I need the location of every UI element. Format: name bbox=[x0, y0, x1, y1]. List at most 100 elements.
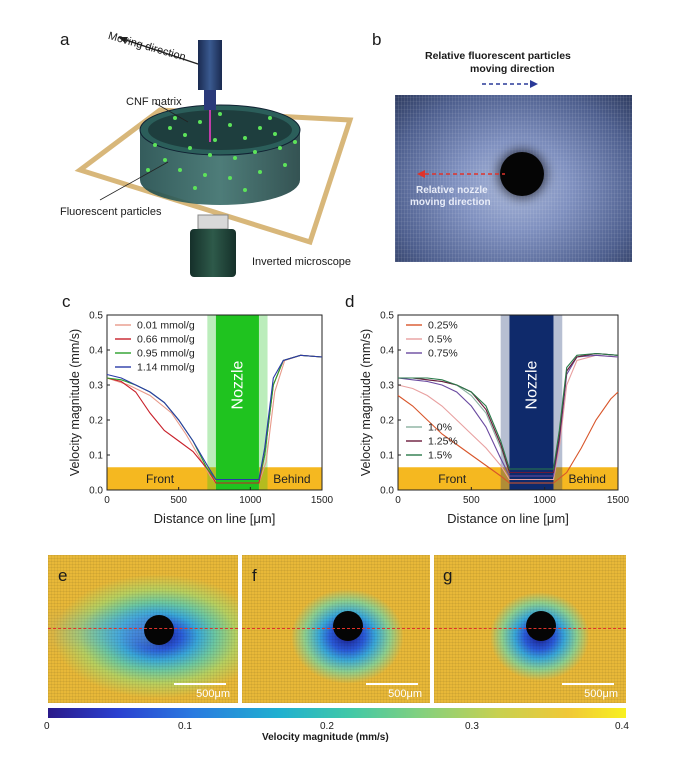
y-axis-label: Velocity magnitude (mm/s) bbox=[68, 329, 82, 476]
nozzle-region bbox=[215, 315, 259, 490]
legend-label-3: 1.0% bbox=[428, 422, 452, 434]
nozzle-dark-circle bbox=[500, 152, 544, 196]
panel-letter-d: d bbox=[345, 292, 355, 311]
x-tick-label: 500 bbox=[170, 495, 187, 506]
x-tick-label: 500 bbox=[463, 495, 480, 506]
colorbar-tick-0: 0 bbox=[44, 721, 50, 732]
y-tick-label: 0.2 bbox=[380, 416, 394, 427]
series-line-0 bbox=[397, 391, 619, 484]
panel-letter-g: g bbox=[443, 566, 453, 585]
y-tick-label: 0.1 bbox=[89, 451, 103, 462]
legend-label-5: 1.5% bbox=[428, 450, 452, 462]
panel-b-title-line1: Relative fluorescent particles bbox=[425, 50, 571, 62]
legend-label-3: 1.14 mmol/g bbox=[137, 362, 195, 374]
legend-label-1: 0.5% bbox=[428, 334, 452, 346]
panel-b-micrograph bbox=[395, 95, 632, 262]
nozzle-region bbox=[509, 315, 554, 490]
nozzle-label: Nozzle bbox=[523, 360, 540, 409]
plot-frame bbox=[397, 314, 619, 491]
panel-letter-f: f bbox=[252, 566, 257, 585]
front-band bbox=[107, 467, 216, 490]
series-line-0 bbox=[106, 354, 323, 484]
red-line-e bbox=[48, 628, 238, 629]
x-tick-label: 1500 bbox=[607, 495, 630, 506]
frame-rectangle bbox=[74, 107, 354, 246]
nozzle-circle-e bbox=[144, 615, 174, 645]
blue-dashed-arrow bbox=[482, 80, 538, 88]
velocity-map-e: 500μm bbox=[48, 555, 238, 703]
y-tick-label: 0.5 bbox=[380, 311, 394, 322]
x-tick-label: 1000 bbox=[534, 495, 557, 506]
y-tick-label: 0.4 bbox=[89, 346, 103, 357]
scale-bar-f bbox=[366, 683, 418, 685]
scale-label-e: 500μm bbox=[196, 688, 230, 700]
behind-band bbox=[553, 467, 618, 490]
y-tick-label: 0.2 bbox=[89, 416, 103, 427]
x-tick-label: 1500 bbox=[311, 495, 334, 506]
microscope-body bbox=[190, 229, 236, 277]
legend-label-1: 0.66 mmol/g bbox=[137, 334, 195, 346]
front-label: Front bbox=[146, 472, 175, 486]
nozzle-label: Nozzle bbox=[229, 360, 246, 409]
relative-nozzle-line2: moving direction bbox=[410, 197, 491, 208]
fluorescent-particles-label: Fluorescent particles bbox=[60, 206, 162, 218]
colorbar-tick-1: 0.1 bbox=[178, 721, 192, 732]
series-line-5 bbox=[398, 352, 619, 470]
plot-frame bbox=[106, 314, 323, 491]
legend-label-0: 0.01 mmol/g bbox=[137, 320, 195, 332]
legend-label-2: 0.95 mmol/g bbox=[137, 348, 195, 360]
y-axis-label: Velocity magnitude (mm/s) bbox=[359, 329, 373, 476]
y-tick-label: 0.0 bbox=[89, 486, 103, 497]
colorbar-title: Velocity magnitude (mm/s) bbox=[262, 732, 389, 743]
series-line-4 bbox=[398, 352, 619, 474]
series-line-2 bbox=[397, 354, 619, 477]
colorbar bbox=[48, 708, 626, 718]
scale-label-g: 500μm bbox=[584, 688, 618, 700]
y-tick-label: 0.3 bbox=[89, 381, 103, 392]
panel-b-title-line2: moving direction bbox=[470, 63, 555, 75]
series-line-1 bbox=[397, 354, 619, 481]
panel-letter-b: b bbox=[372, 30, 382, 49]
x-tick-label: 0 bbox=[104, 495, 110, 506]
legend-label-4: 1.25% bbox=[428, 436, 458, 448]
panel-letter-e: e bbox=[58, 566, 68, 585]
behind-band bbox=[258, 467, 322, 490]
relative-nozzle-line1: Relative nozzle bbox=[416, 185, 488, 196]
panel-letter-c: c bbox=[62, 292, 71, 311]
moving-direction-arrow bbox=[119, 37, 211, 69]
series-line-3 bbox=[106, 354, 323, 481]
x-tick-label: 1000 bbox=[239, 495, 262, 506]
scale-bar-g bbox=[562, 683, 614, 685]
nozzle-circle-f bbox=[333, 611, 363, 641]
legend-label-2: 0.75% bbox=[428, 348, 458, 360]
red-line-f bbox=[242, 628, 430, 629]
panel-a-illustration bbox=[74, 37, 354, 277]
colorbar-tick-2: 0.2 bbox=[320, 721, 334, 732]
y-tick-label: 0.4 bbox=[380, 346, 394, 357]
velocity-map-f: 500μm bbox=[242, 555, 430, 703]
red-line-g bbox=[434, 628, 626, 629]
cnf-matrix-label: CNF matrix bbox=[126, 96, 182, 108]
y-tick-label: 0.1 bbox=[380, 451, 394, 462]
y-tick-label: 0.5 bbox=[89, 311, 103, 322]
velocity-map-g: 500μm bbox=[434, 555, 626, 703]
y-tick-label: 0.0 bbox=[380, 486, 394, 497]
front-band bbox=[398, 467, 510, 490]
front-label: Front bbox=[438, 472, 467, 486]
y-tick-label: 0.3 bbox=[380, 381, 394, 392]
nozzle-body bbox=[198, 40, 222, 90]
x-tick-label: 0 bbox=[395, 495, 401, 506]
panel-letter-a: a bbox=[60, 30, 70, 49]
behind-label: Behind bbox=[273, 472, 310, 486]
legend-label-0: 0.25% bbox=[428, 320, 458, 332]
x-axis-label: Distance on line [μm] bbox=[447, 511, 569, 526]
x-axis-label: Distance on line [μm] bbox=[154, 511, 276, 526]
fluorescent-particle-dots bbox=[146, 112, 297, 192]
colorbar-tick-4: 0.4 bbox=[615, 721, 629, 732]
inverted-microscope-label: Inverted microscope bbox=[252, 256, 352, 268]
behind-label: Behind bbox=[569, 472, 606, 486]
scale-bar-e bbox=[174, 683, 226, 685]
scale-label-f: 500μm bbox=[388, 688, 422, 700]
